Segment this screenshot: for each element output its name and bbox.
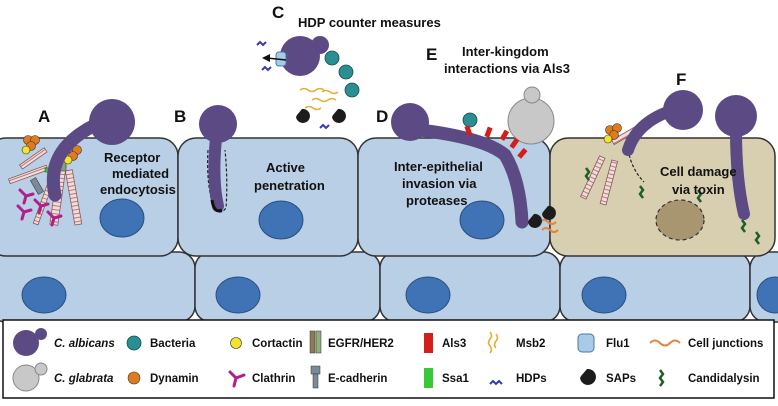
legend-candidalysin: Candidalysin xyxy=(658,369,760,387)
panel-a-label-3: endocytosis xyxy=(100,182,176,197)
svg-text:Dynamin: Dynamin xyxy=(150,373,199,385)
svg-text:E-cadherin: E-cadherin xyxy=(328,373,387,385)
panel-f-letter: F xyxy=(676,70,686,89)
legend-msb2: Msb2 xyxy=(487,331,545,354)
legend-dynamin: Dynamin xyxy=(127,371,199,385)
legend-clathrin: Clathrin xyxy=(228,370,295,388)
legend-egfr: EGFR/HER2 xyxy=(309,330,394,354)
top-cell-b xyxy=(177,137,359,257)
c-albicans-f1 xyxy=(622,90,703,156)
c-glabrata-e xyxy=(507,86,555,145)
c-albicans-c xyxy=(280,36,329,76)
legend-ssa1: Ssa1 xyxy=(424,368,469,388)
bacterium xyxy=(462,112,478,128)
panel-f-label-1: Cell damage xyxy=(660,164,737,179)
svg-text:Cortactin: Cortactin xyxy=(252,338,302,350)
legend-flu1: Flu1 xyxy=(577,333,630,353)
bacterium xyxy=(338,64,354,80)
cell-junction-break xyxy=(539,219,559,233)
svg-text:Cell junctions: Cell junctions xyxy=(688,338,763,350)
nucleus xyxy=(459,200,505,240)
svg-text:Flu1: Flu1 xyxy=(606,338,630,350)
legend-cortactin: Cortactin xyxy=(230,337,302,350)
panel-b-label-2: penetration xyxy=(254,178,325,193)
legend: C. albicans C. glabrata Bacteria Dynamin… xyxy=(2,319,775,399)
svg-text:C. glabrata: C. glabrata xyxy=(54,373,114,385)
svg-text:Msb2: Msb2 xyxy=(516,338,545,350)
svg-text:C. albicans: C. albicans xyxy=(54,338,115,350)
panel-f: F Cell damage via toxin xyxy=(580,70,761,245)
legend-als3: Als3 xyxy=(424,333,466,353)
saps-c xyxy=(296,108,346,123)
msb2-shed xyxy=(299,87,339,111)
panel-a: A Receptor mediated endocytosis xyxy=(8,99,176,227)
panel-e-label-2: interactions via Als3 xyxy=(444,61,570,76)
panel-d-label-2: invasion via xyxy=(402,176,477,191)
panel-b-letter: B xyxy=(174,107,186,126)
nucleus xyxy=(581,276,627,314)
panel-a-label-2: mediated xyxy=(112,166,169,181)
svg-text:EGFR/HER2: EGFR/HER2 xyxy=(328,338,394,350)
svg-text:SAPs: SAPs xyxy=(606,373,636,385)
panel-d-letter: D xyxy=(376,107,388,126)
legend-c-albicans: C. albicans xyxy=(13,328,115,356)
nucleus xyxy=(21,276,67,314)
panel-c-title: HDP counter measures xyxy=(298,15,441,30)
legend-hdps: HDPs xyxy=(489,373,547,386)
panel-c: C HDP counter measures xyxy=(256,3,441,130)
bottom-cell xyxy=(379,251,561,323)
clathrin-marks xyxy=(16,188,63,227)
panel-e-label-1: Inter-kingdom xyxy=(462,44,549,59)
legend-box xyxy=(2,319,775,399)
legend-saps: SAPs xyxy=(580,368,636,385)
svg-text:HDPs: HDPs xyxy=(516,373,547,385)
nucleus xyxy=(756,276,778,314)
nucleus xyxy=(258,200,304,240)
panel-a-label-1: Receptor xyxy=(104,150,160,165)
panel-d-label-1: Inter-epithelial xyxy=(394,159,483,174)
dynamin-cortactin-cluster-f xyxy=(603,123,622,144)
svg-text:Ssa1: Ssa1 xyxy=(442,373,469,385)
svg-text:Als3: Als3 xyxy=(442,338,466,350)
svg-text:Clathrin: Clathrin xyxy=(252,373,295,385)
panel-f-label-2: via toxin xyxy=(672,182,725,197)
nucleus xyxy=(215,276,261,314)
panel-d-label-3: proteases xyxy=(406,193,467,208)
svg-text:Bacteria: Bacteria xyxy=(150,338,196,350)
legend-c-glabrata: C. glabrata xyxy=(12,362,114,392)
panel-b: B Active penetration xyxy=(174,105,325,213)
panel-e: E Inter-kingdom interactions via Als3 xyxy=(426,44,570,159)
nucleus xyxy=(405,276,451,314)
legend-cell-junctions: Cell junctions xyxy=(649,338,763,350)
bacterium xyxy=(344,82,360,98)
ecadherin-receptor xyxy=(29,177,45,195)
damaged-nucleus xyxy=(655,199,705,241)
c-albicans-b xyxy=(199,105,237,213)
panel-a-letter: A xyxy=(38,107,50,126)
legend-ecadherin: E-cadherin xyxy=(310,365,387,389)
bacterium xyxy=(324,50,340,66)
als3-adhesins xyxy=(464,125,528,159)
c-albicans-f2 xyxy=(715,95,757,220)
saps-d xyxy=(528,205,556,228)
candidalysin-marks xyxy=(584,167,761,245)
svg-text:Candidalysin: Candidalysin xyxy=(688,373,760,385)
panel-b-label-1: Active xyxy=(266,160,305,175)
nucleus xyxy=(99,198,145,238)
top-cell-f-damaged xyxy=(549,137,776,257)
c-albicans-d xyxy=(391,103,529,229)
panel-d: D Inter-epithelial invasion via protease… xyxy=(376,103,559,233)
panel-c-letter: C xyxy=(272,3,284,22)
c-albicans-a xyxy=(46,99,135,202)
panel-e-letter: E xyxy=(426,45,437,64)
legend-bacteria: Bacteria xyxy=(126,335,196,351)
